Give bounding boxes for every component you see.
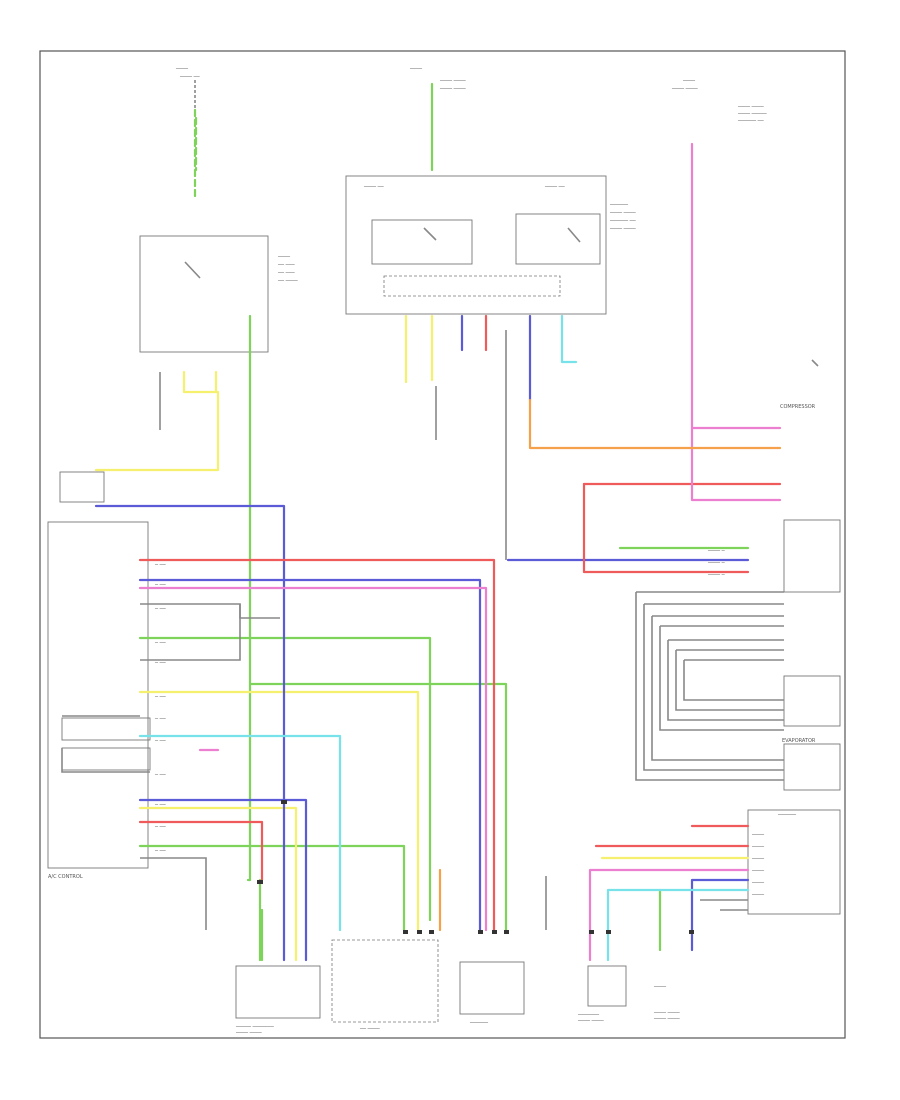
svg-text:──── ─: ──── ─	[707, 572, 726, 578]
svg-text:── ────: ── ────	[359, 1026, 381, 1032]
motor-center	[459, 961, 525, 1015]
compressor-block: COMPRESSOR	[780, 359, 819, 410]
svg-text:─ ──: ─ ──	[154, 694, 167, 700]
svg-text:─ ──: ─ ──	[154, 606, 167, 612]
svg-text:────: ────	[751, 880, 765, 886]
svg-text:─ ──: ─ ──	[154, 824, 167, 830]
svg-text:─ ──: ─ ──	[154, 660, 167, 666]
wires-cyan	[138, 314, 750, 962]
svg-text:──── ────: ──── ────	[609, 226, 637, 232]
svg-text:─ ──: ─ ──	[154, 772, 167, 778]
svg-text:───── ───────: ───── ───────	[235, 1024, 275, 1030]
svg-text:──── ─: ──── ─	[707, 560, 726, 566]
wires-yellow	[94, 314, 750, 962]
connector-center	[331, 939, 439, 1023]
relay-module: ──── ── ──── ── ────── ──── ──── ────── …	[345, 175, 637, 315]
diagram-frame	[39, 50, 846, 1039]
bottom-components: ───── ─────── ──── ──── ── ──── ────── ─…	[235, 939, 681, 1036]
svg-text:──── ─: ──── ─	[707, 548, 726, 554]
connector-pins	[257, 800, 694, 934]
wires-pink	[138, 142, 782, 962]
svg-text:────: ────	[751, 856, 765, 862]
svg-text:────: ────	[653, 984, 667, 990]
svg-text:──── ─────: ──── ─────	[737, 111, 768, 117]
svg-text:─ ──: ─ ──	[154, 716, 167, 722]
svg-text:──────: ──────	[609, 202, 629, 208]
wires-blue	[94, 314, 750, 962]
svg-text:────: ────	[682, 78, 696, 84]
control-unit-right: EVAPORATOR ──────	[747, 519, 841, 915]
svg-text:─ ──: ─ ──	[154, 562, 167, 568]
svg-text:── ───: ── ───	[277, 270, 296, 276]
svg-text:──── ──: ──── ──	[363, 184, 385, 190]
svg-text:───────: ───────	[577, 1012, 600, 1018]
svg-text:────: ────	[751, 844, 765, 850]
evaporator-label: EVAPORATOR	[782, 738, 816, 744]
svg-text:────: ────	[751, 892, 765, 898]
svg-text:────: ────	[751, 832, 765, 838]
svg-text:── ───: ── ───	[277, 262, 296, 268]
svg-text:──── ────: ──── ────	[235, 1030, 263, 1036]
wires-green	[138, 82, 750, 962]
svg-text:──── ────: ──── ────	[653, 1016, 681, 1022]
placeholder-labels: ─ ── ─ ── ─ ── ─ ── ─ ── ─ ── ─ ── ─ ── …	[154, 548, 765, 898]
compressor-label: COMPRESSOR	[780, 404, 816, 410]
svg-text:──────: ──────	[469, 1020, 489, 1026]
svg-text:─ ──: ─ ──	[154, 738, 167, 744]
svg-text:──── ────: ──── ────	[609, 210, 637, 216]
fuse-feed-right: ──── ──── ──── ──── ──── ──── ───── ────…	[671, 78, 768, 124]
svg-text:──── ────: ──── ────	[671, 86, 699, 92]
svg-text:──── ──: ──── ──	[544, 184, 566, 190]
svg-text:────── ──: ────── ──	[737, 118, 765, 124]
svg-text:──── ────: ──── ────	[439, 78, 467, 84]
blower-relay: ──── ── ─── ── ─── ── ────	[139, 235, 299, 353]
svg-text:────: ────	[175, 66, 189, 72]
svg-text:──── ────: ──── ────	[653, 1010, 681, 1016]
svg-text:────── ──: ────── ──	[609, 218, 637, 224]
svg-text:─ ──: ─ ──	[154, 802, 167, 808]
svg-text:──── ────: ──── ────	[439, 86, 467, 92]
svg-text:──── ──: ──── ──	[179, 74, 201, 80]
motor-left	[235, 965, 321, 1019]
fuse-feed-left: ──── ──── ──	[175, 66, 201, 108]
svg-text:──── ────: ──── ────	[577, 1018, 605, 1024]
svg-text:── ────: ── ────	[277, 278, 299, 284]
svg-text:────: ────	[409, 66, 423, 72]
sensor-right	[587, 965, 627, 1007]
svg-text:─ ──: ─ ──	[154, 640, 167, 646]
ac-control-label: A/C CONTROL	[48, 874, 83, 880]
fuse-feed-center: ──── ──── ──── ──── ────	[409, 66, 467, 92]
svg-text:─ ──: ─ ──	[154, 582, 167, 588]
svg-text:────: ────	[277, 254, 291, 260]
wires-gray	[61, 330, 784, 930]
wires-red	[138, 314, 782, 932]
svg-text:──────: ──────	[777, 812, 797, 818]
ac-control-panel: A/C CONTROL	[47, 471, 151, 880]
svg-text:──── ────: ──── ────	[737, 104, 765, 110]
svg-text:─ ──: ─ ──	[154, 848, 167, 854]
wires-orange	[438, 398, 782, 932]
svg-text:────: ────	[751, 868, 765, 874]
